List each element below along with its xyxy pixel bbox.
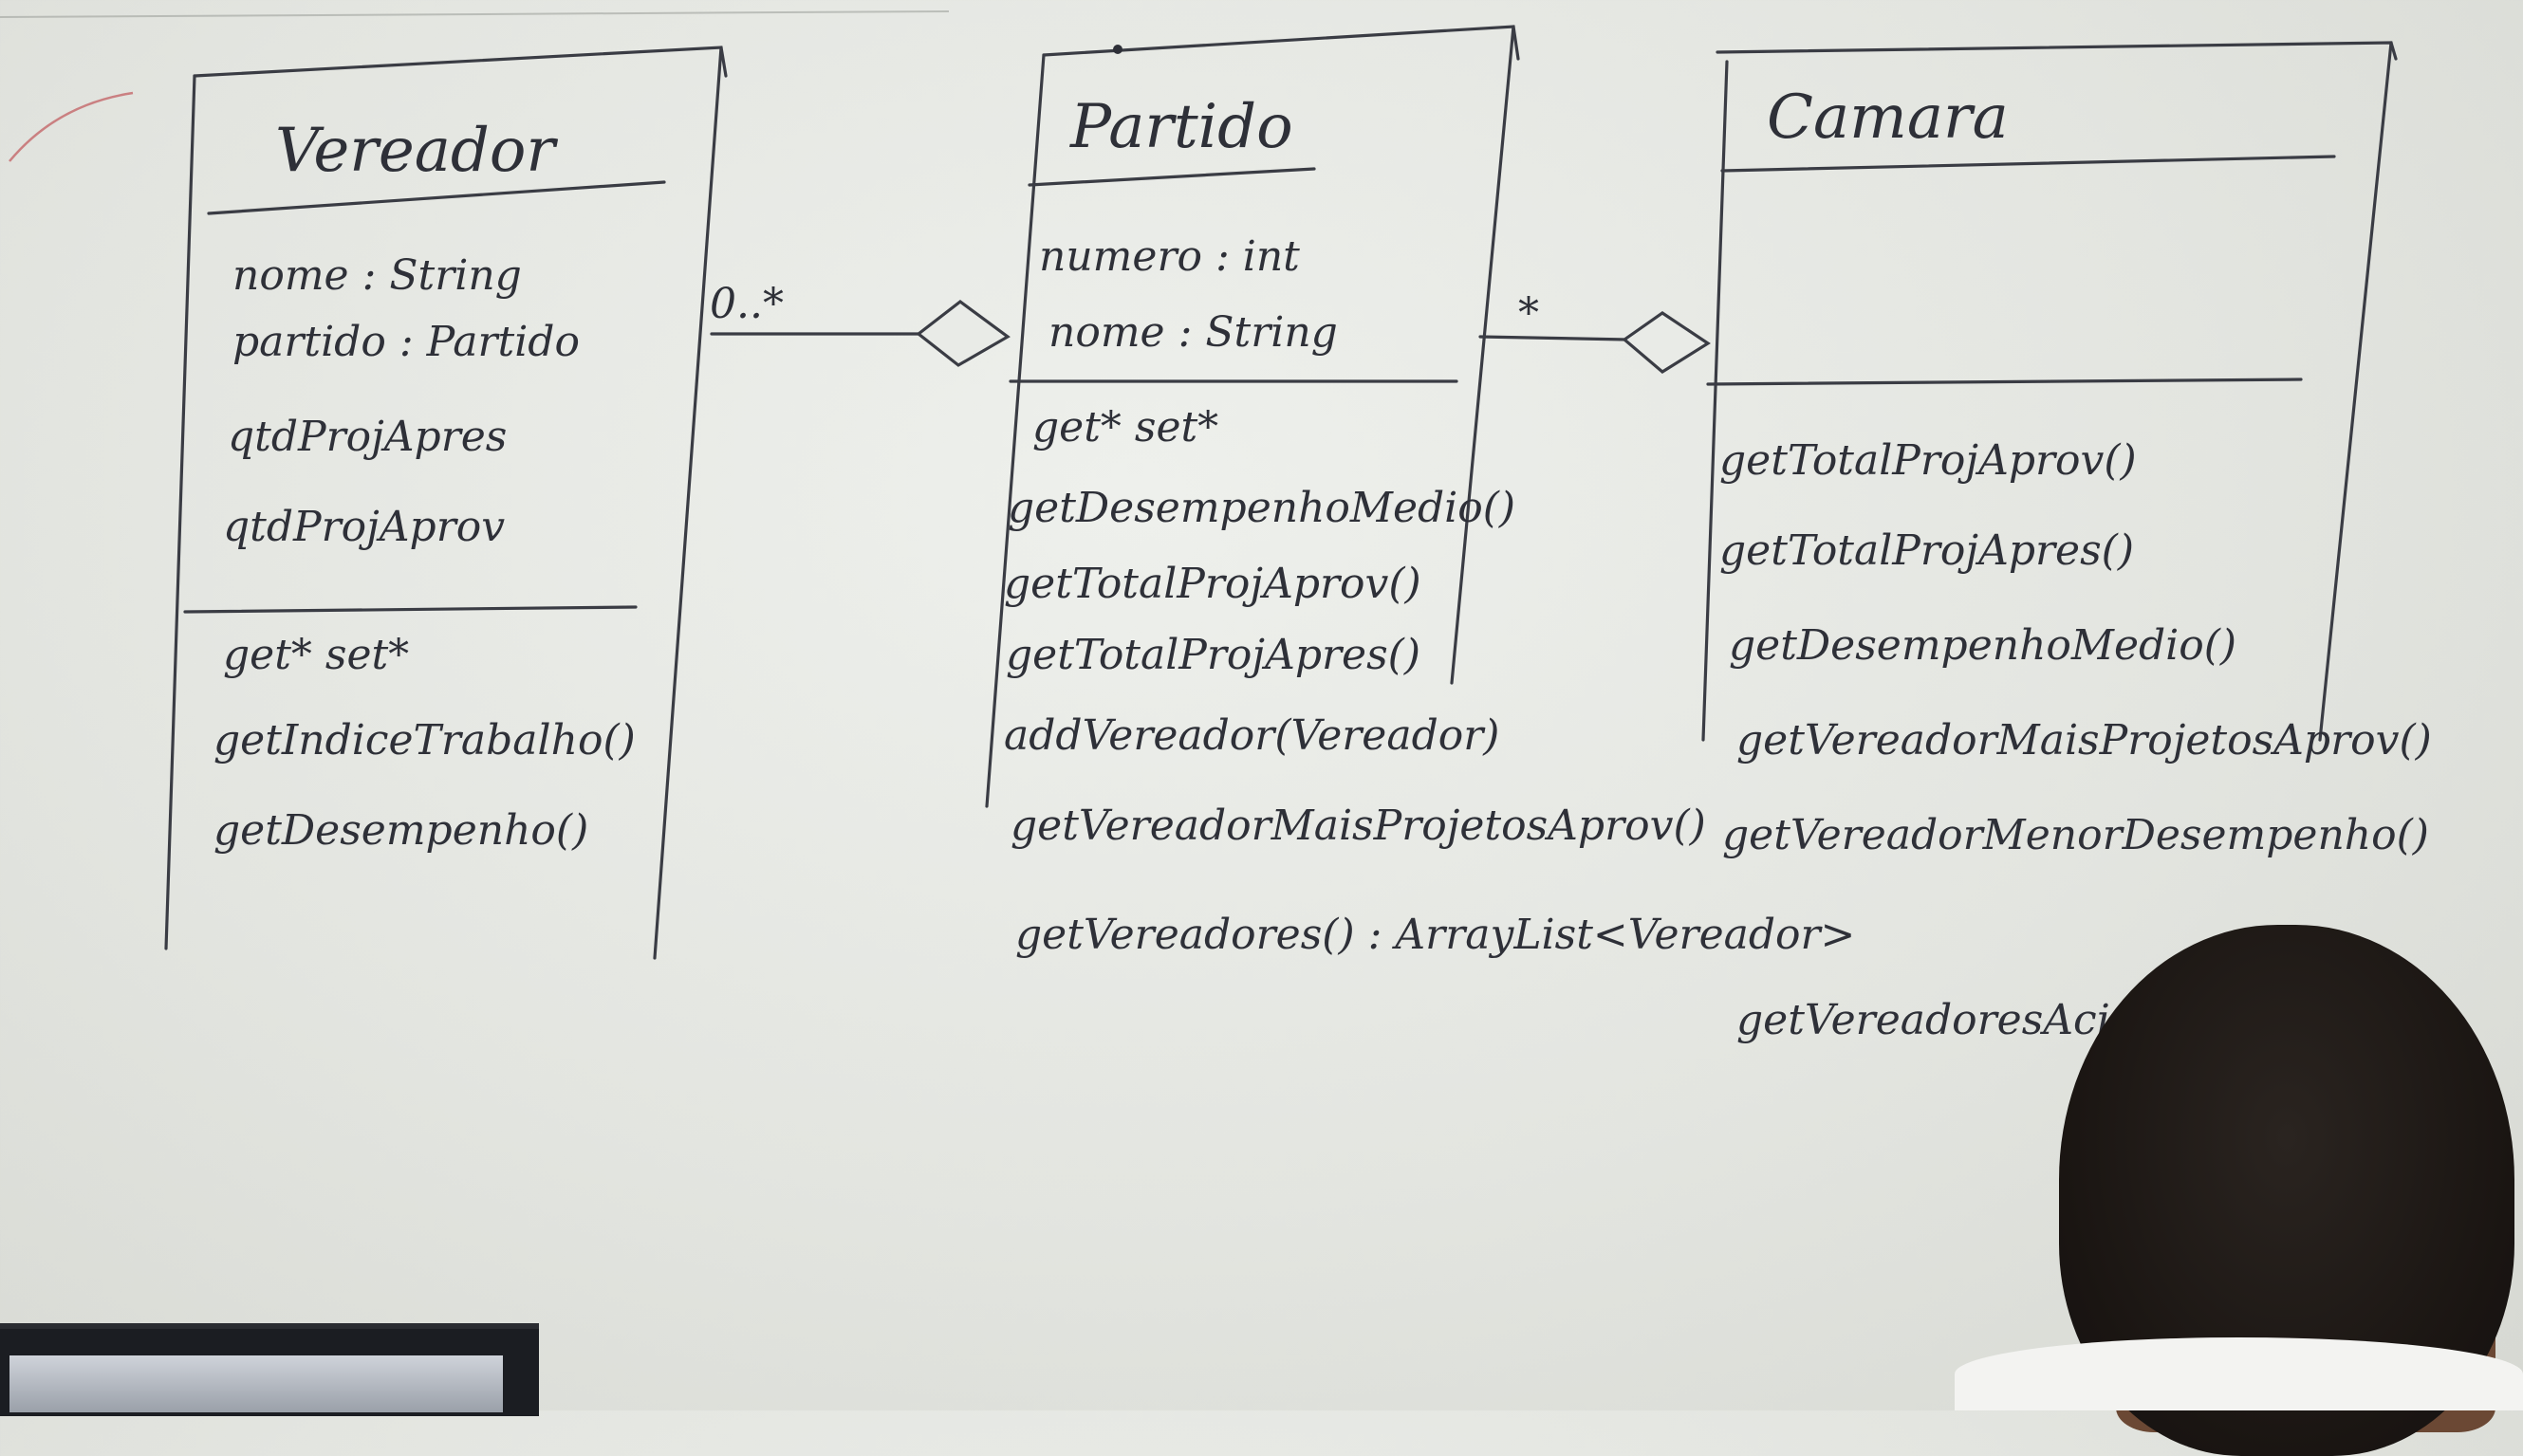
attr-vereador-4: qtdProjAprov <box>223 503 505 551</box>
attr-partido-2: nome : String <box>1048 308 1338 357</box>
method-partido-6: getVereadorMaisProjetosAprov() <box>1011 802 1706 850</box>
method-partido-3: getTotalProjAprov() <box>1004 560 1421 608</box>
method-vereador-2: getIndiceTrabalho() <box>213 716 636 765</box>
attr-vereador-3: qtdProjApres <box>228 413 507 461</box>
method-partido-5: addVereador(Vereador) <box>1004 711 1499 760</box>
monitor-screen <box>9 1355 503 1412</box>
multiplicity-partido-camara: * <box>1518 289 1539 338</box>
monitor <box>0 1323 539 1416</box>
attr-vereador-2: partido : Partido <box>232 318 580 366</box>
class-title-vereador: Vereador <box>275 116 558 186</box>
attr-partido-1: numero : int <box>1039 232 1300 281</box>
method-partido-4: getTotalProjApres() <box>1006 631 1420 679</box>
class-title-camara: Camara <box>1767 83 2009 153</box>
association-partido-camara: * <box>1478 289 1711 374</box>
method-camara-6: getVereadoresAcim <box>1736 996 2150 1044</box>
method-partido-7: getVereadores() : ArrayList<Vereador> <box>1015 911 1855 959</box>
method-camara-1: getTotalProjAprov() <box>1719 436 2137 485</box>
method-camara-3: getDesempenhoMedio() <box>1729 621 2236 670</box>
method-camara-5: getVereadorMenorDesempenho() <box>1722 811 2429 859</box>
class-vereador: Vereador nome : String partido : Partido… <box>164 46 728 960</box>
whiteboard-diagram: Vereador nome : String partido : Partido… <box>0 10 2432 1044</box>
person-shirt <box>1955 1337 2523 1410</box>
method-vereador-1: get* set* <box>223 631 409 679</box>
multiplicity-vereador-partido: 0..* <box>710 280 784 328</box>
method-partido-2: getDesempenhoMedio() <box>1008 484 1515 532</box>
method-partido-1: get* set* <box>1032 403 1218 452</box>
association-vereador-partido: 0..* <box>710 280 1011 367</box>
method-vereador-3: getDesempenho() <box>213 806 588 855</box>
attr-vereador-1: nome : String <box>232 251 522 300</box>
class-partido: Partido numero : int nome : String get* … <box>985 25 1855 959</box>
class-camara: Camara getTotalProjAprov() getTotalProjA… <box>1701 41 2432 1044</box>
class-title-partido: Partido <box>1069 92 1293 162</box>
method-camara-2: getTotalProjApres() <box>1719 526 2134 575</box>
method-camara-4: getVereadorMaisProjetosAprov() <box>1736 716 2432 765</box>
